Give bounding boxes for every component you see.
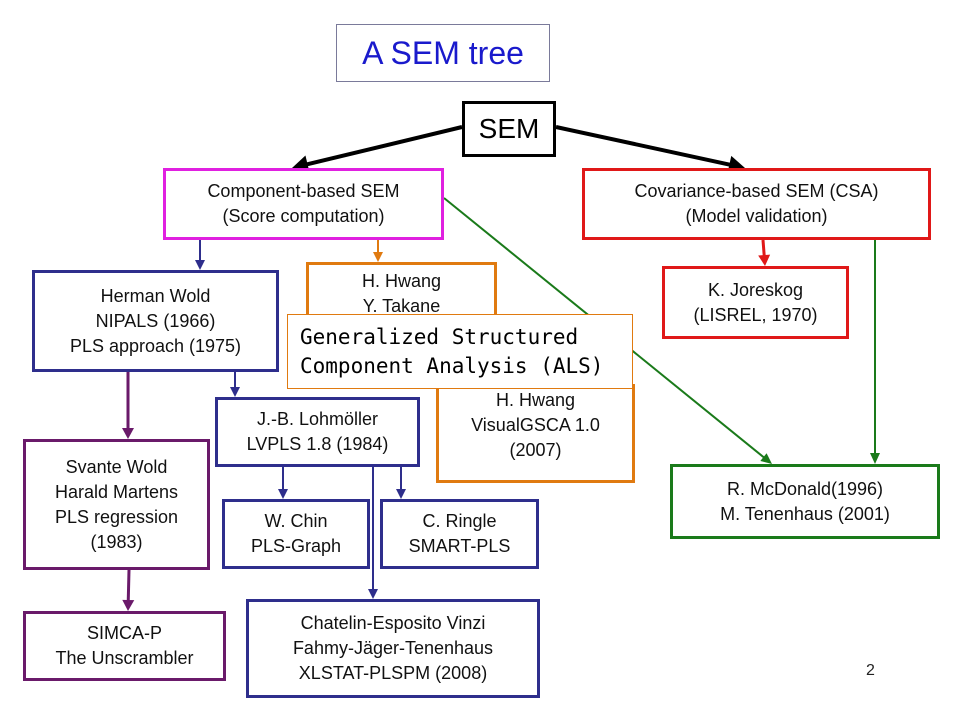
edge-sem-to-covariance bbox=[555, 125, 745, 174]
edge-lohmoller-to-chin bbox=[278, 467, 288, 499]
node-mcdonald: R. McDonald(1996) M. Tenenhaus (2001) bbox=[670, 464, 940, 539]
edge-covariance-to-joreskog bbox=[758, 239, 771, 266]
node-line: Svante Wold bbox=[65, 456, 168, 477]
edge-svante-to-simca bbox=[122, 569, 135, 611]
edge-herman-wold-to-lohmoller bbox=[230, 372, 240, 397]
node-line: J.-B. Lohmöller bbox=[256, 409, 379, 429]
node-lohmoller: J.-B. Lohmöller LVPLS 1.8 (1984) bbox=[215, 397, 420, 467]
node-line: SIMCA-P bbox=[86, 623, 162, 643]
node-line: NIPALS (1966) bbox=[95, 310, 216, 331]
edge-lohmoller-to-ringle bbox=[396, 467, 406, 499]
node-line: Chatelin-Esposito Vinzi bbox=[300, 613, 486, 633]
node-hwang-takane: H. Hwang Y. Takane bbox=[306, 262, 497, 322]
node-line: (Score computation) bbox=[222, 206, 385, 226]
node-line: (Model validation) bbox=[685, 206, 828, 226]
edge-sem-to-component bbox=[292, 125, 463, 173]
node-line: M. Tenenhaus (2001) bbox=[720, 503, 890, 524]
node-line: Herman Wold bbox=[100, 285, 211, 306]
node-line: XLSTAT-PLSPM (2008) bbox=[298, 663, 488, 683]
node-svante-wold: Svante Wold Harald Martens PLS regressio… bbox=[23, 439, 210, 570]
node-line: R. McDonald(1996) bbox=[726, 478, 884, 499]
node-line: LVPLS 1.8 (1984) bbox=[246, 434, 389, 454]
page-number: 2 bbox=[866, 662, 875, 679]
node-line: C. Ringle bbox=[422, 511, 497, 531]
callout-line: Generalized Structured bbox=[300, 324, 579, 349]
callout-line: Component Analysis (ALS) bbox=[300, 353, 604, 378]
edge-covariance-to-mcdonald bbox=[870, 240, 880, 464]
node-line: PLS regression bbox=[54, 506, 179, 527]
node-line: Fahmy-Jäger-Tenenhaus bbox=[292, 638, 494, 658]
node-line: H. Hwang bbox=[495, 390, 576, 410]
node-chatelin: Chatelin-Esposito Vinzi Fahmy-Jäger-Tene… bbox=[246, 599, 540, 698]
edge-component-to-herman-wold bbox=[195, 240, 205, 270]
node-line: Harald Martens bbox=[54, 481, 179, 502]
node-line: The Unscrambler bbox=[55, 648, 194, 668]
gsca-callout: Generalized Structured Component Analysi… bbox=[287, 314, 633, 389]
node-ringle: C. Ringle SMART-PLS bbox=[380, 499, 539, 569]
node-covariance-based-sem: Covariance-based SEM (CSA) (Model valida… bbox=[582, 168, 931, 240]
node-chin: W. Chin PLS-Graph bbox=[222, 499, 370, 569]
node-line: Covariance-based SEM (CSA) bbox=[634, 181, 879, 201]
node-line: VisualGSCA 1.0 bbox=[471, 415, 600, 435]
node-line: (1983) bbox=[90, 531, 143, 552]
node-line: (2007) bbox=[509, 440, 562, 460]
node-herman-wold: Herman Wold NIPALS (1966) PLS approach (… bbox=[32, 270, 279, 372]
node-line: W. Chin bbox=[264, 511, 328, 531]
node-line: H. Hwang bbox=[361, 271, 442, 291]
node-component-based-sem: Component-based SEM (Score computation) bbox=[163, 168, 444, 240]
node-line: Y. Takane bbox=[362, 296, 441, 316]
node-line: K. Joreskog bbox=[707, 279, 804, 300]
node-joreskog: K. Joreskog (LISREL, 1970) bbox=[662, 266, 849, 339]
edge-component-to-hwang bbox=[373, 240, 383, 262]
node-line: Component-based SEM bbox=[207, 181, 400, 201]
edge-herman-wold-to-svante bbox=[122, 372, 134, 439]
node-sem-root: SEM bbox=[462, 101, 556, 157]
edge-lohmoller-to-chatelin bbox=[368, 467, 378, 599]
node-simca: SIMCA-P The Unscrambler bbox=[23, 611, 226, 681]
node-line: (LISREL, 1970) bbox=[693, 304, 818, 325]
node-line: SMART-PLS bbox=[408, 536, 511, 556]
node-hwang-visualgsca: H. Hwang VisualGSCA 1.0 (2007) bbox=[436, 384, 635, 483]
node-line: PLS approach (1975) bbox=[69, 335, 242, 356]
node-line: PLS-Graph bbox=[250, 536, 342, 556]
slide-title: A SEM tree bbox=[336, 24, 550, 82]
